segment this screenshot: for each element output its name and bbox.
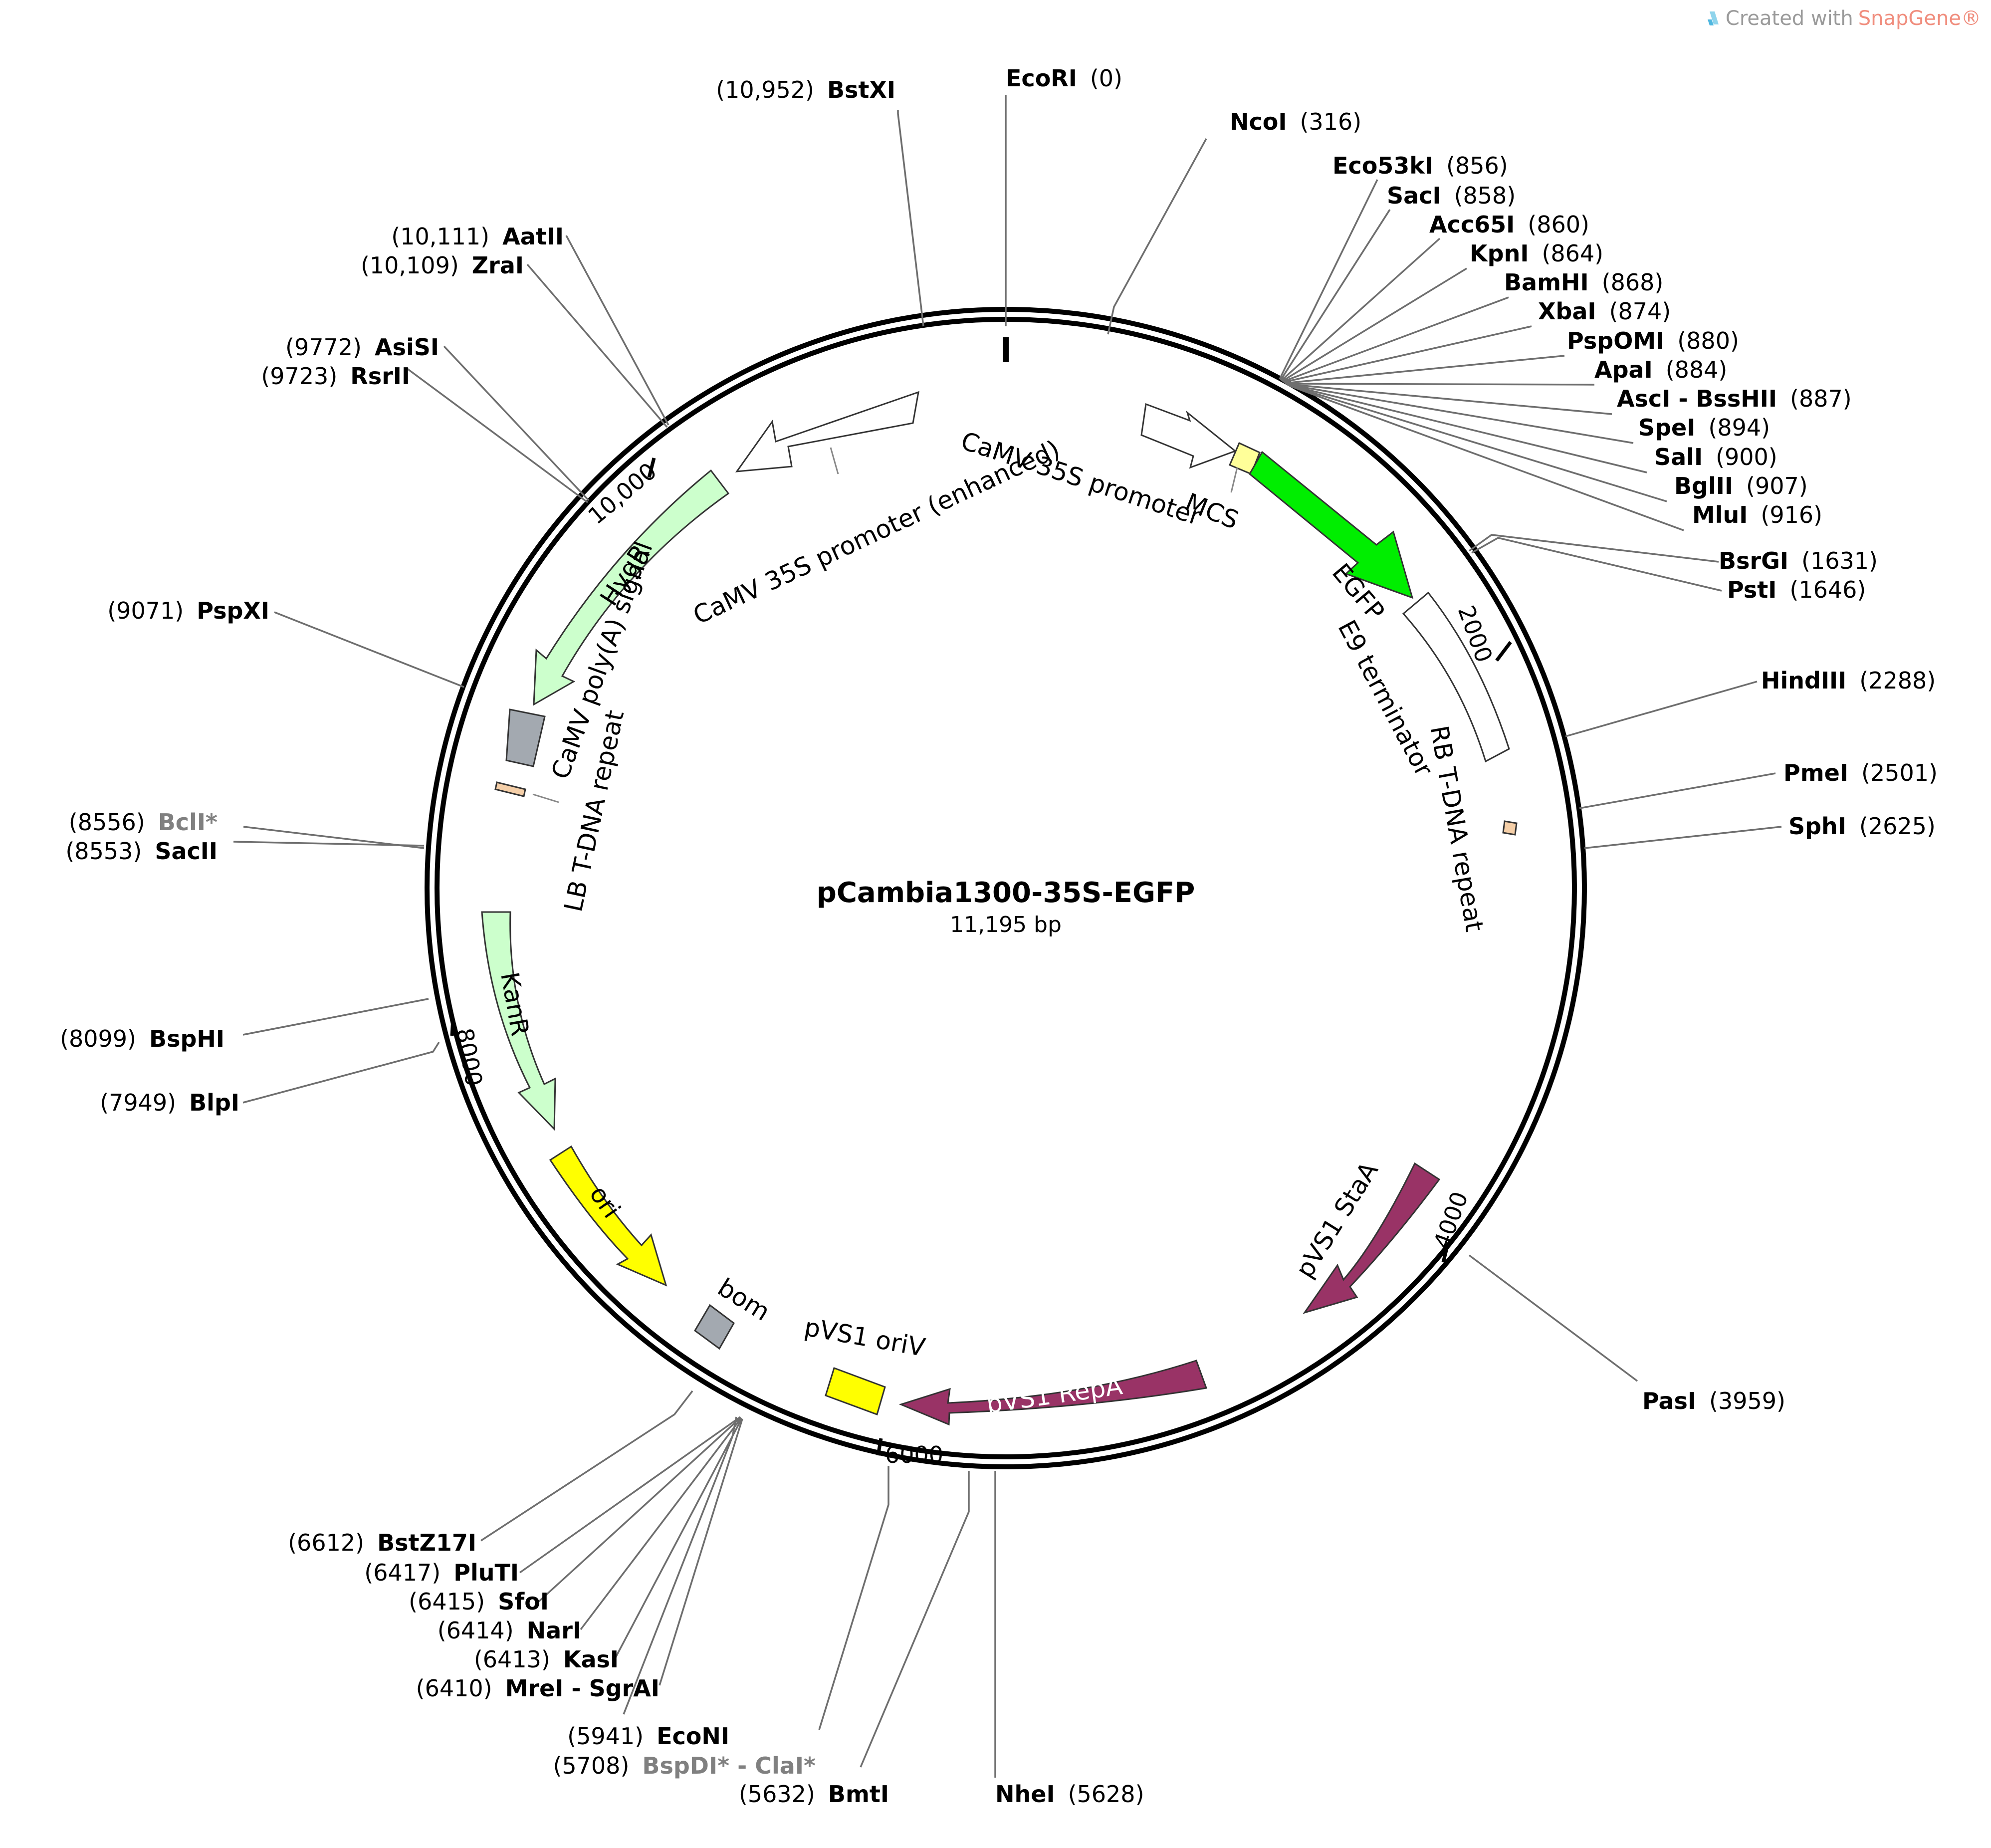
restriction-site-aatii[interactable]: (10,111)AatII [391,223,564,250]
feature-label: RB T-DNA repeat [1424,723,1489,934]
restriction-site-bsrgi[interactable]: BsrGI(1631) [1719,547,1878,574]
plasmid-name: pCambia1300-35S-EGFP [817,877,1195,909]
restriction-site-rsrii[interactable]: (9723)RsrII [261,363,410,390]
restriction-site-eco53ki[interactable]: Eco53kI(856) [1332,152,1508,179]
watermark-brand: SnapGene® [1858,7,1981,30]
restriction-site-pasi[interactable]: PasI(3959) [1642,1387,1785,1414]
restriction-site-bspdi-clai[interactable]: (5708)BspDI* - ClaI* [553,1752,816,1779]
restriction-site-ncoi[interactable]: NcoI(316) [1230,108,1361,135]
feature-egfp[interactable] [1249,451,1414,599]
restriction-site-acc65i[interactable]: Acc65I(860) [1429,211,1589,238]
restriction-site-blpi[interactable]: (7949)BlpI [100,1089,239,1116]
feature-rb-tdna[interactable] [1502,820,1518,836]
restriction-site-pspxi[interactable]: (9071)PspXI [107,597,269,624]
restriction-site-sphi[interactable]: SphI(2625) [1788,813,1936,840]
feature-camv-35s-enhanced[interactable] [735,391,919,472]
restriction-site-bcli[interactable]: (8556)BclI* [69,809,218,836]
feature-label: pVS1 RepA [985,1371,1124,1419]
restriction-site-mrei-sgrai[interactable]: (6410)MreI - SgrAI [416,1675,660,1702]
features [481,391,1518,1426]
tick-marks [450,458,1512,1456]
feature-camv-polya[interactable] [505,708,546,767]
restriction-site-econi[interactable]: (5941)EcoNI [567,1723,729,1750]
restriction-site-pluti[interactable]: (6417)PluTI [364,1559,519,1586]
feature-e9-terminator[interactable] [1402,591,1510,763]
restriction-site-xbai[interactable]: XbaI(874) [1538,298,1671,325]
feature-hygr[interactable] [533,469,730,706]
restriction-site-bstxi[interactable]: (10,952)BstXI [716,76,895,103]
restriction-site-zrai[interactable]: (10,109)ZraI [361,252,524,279]
feature-pvs1-staa[interactable] [1303,1162,1441,1314]
restriction-site-psti[interactable]: PstI(1646) [1727,576,1866,603]
feature-label: pVS1 oriV [802,1313,927,1363]
site-lines [233,95,1782,1778]
feature-pvs1-oriv[interactable] [825,1367,886,1415]
tick-label: 8000 [451,1026,488,1089]
restriction-site-saci[interactable]: SacI(858) [1387,182,1516,209]
restriction-site-nari[interactable]: (6414)NarI [438,1617,581,1644]
feature-pvs1-repa[interactable] [898,1360,1208,1426]
restriction-site-sfoi[interactable]: (6415)SfoI [409,1588,549,1615]
restriction-site-nhei[interactable]: NheI(5628) [995,1781,1144,1808]
restriction-site-hindiii[interactable]: HindIII(2288) [1761,667,1936,694]
feature-label: KanR [495,970,535,1038]
site-labels: (10,952)BstXI EcoRI(0) NcoI(316) Eco53kI… [60,65,1938,1808]
restriction-site-pspomi[interactable]: PspOMI(880) [1567,327,1739,354]
restriction-site-asci-bsshii[interactable]: AscI - BssHII(887) [1617,385,1852,412]
plasmid-length: 11,195 bp [950,912,1062,937]
restriction-site-kasi[interactable]: (6413)KasI [474,1646,619,1673]
restriction-site-sacii[interactable]: (8553)SacII [65,838,218,865]
restriction-site-ecori[interactable]: EcoRI(0) [1006,65,1122,92]
feature-lb-tdna[interactable] [494,781,526,797]
restriction-site-bmti[interactable]: (5632)BmtI [739,1781,889,1808]
restriction-site-bglii[interactable]: BglII(907) [1674,472,1808,499]
feature-kanr[interactable] [481,911,556,1131]
restriction-site-kpni[interactable]: KpnI(864) [1470,240,1603,267]
feature-bom[interactable] [694,1304,735,1350]
feature-label: E9 terminator [1332,615,1438,781]
snapgene-watermark: Created with SnapGene® [1706,7,1981,30]
restriction-site-mlui[interactable]: MluI(916) [1692,501,1822,528]
restriction-site-spei[interactable]: SpeI(894) [1638,414,1770,441]
feature-ori[interactable] [549,1145,667,1287]
snapgene-logo-icon [1707,11,1719,25]
restriction-site-sali[interactable]: SalI(900) [1654,444,1777,470]
restriction-site-asisi[interactable]: (9772)AsiSI [285,334,439,361]
watermark-prefix: Created with [1725,7,1853,30]
feature-camv-35s[interactable] [1140,403,1237,469]
restriction-site-bsphi[interactable]: (8099)BspHI [60,1025,224,1052]
tick-label: 6000 [885,1441,943,1468]
restriction-site-bamhi[interactable]: BamHI(868) [1504,269,1663,296]
restriction-site-pmei[interactable]: PmeI(2501) [1783,759,1938,786]
restriction-site-apai[interactable]: ApaI(884) [1594,356,1727,383]
restriction-site-bstz17i[interactable]: (6612)BstZ17I [288,1529,476,1556]
